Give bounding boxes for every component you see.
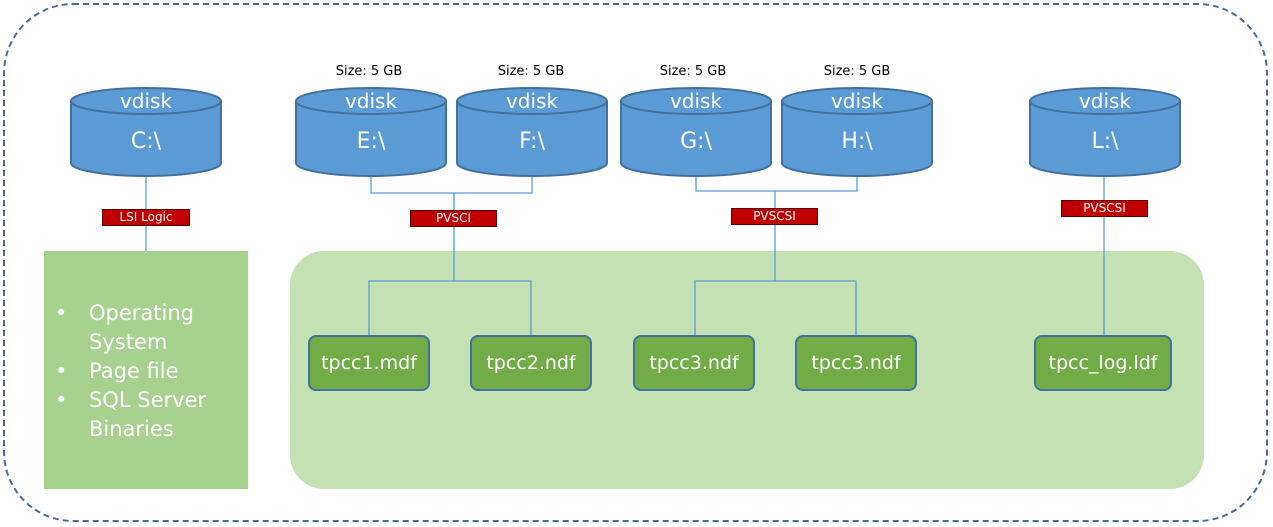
drive-letter: E:\ (356, 129, 386, 154)
vdisk-label: vdisk (344, 89, 398, 113)
cylinder-icon (70, 87, 222, 177)
drive-letter: L:\ (1091, 129, 1119, 154)
vdisk-label: vdisk (830, 89, 884, 113)
vdisk-l: vdisk L:\ (1029, 87, 1181, 177)
cylinder-icon (620, 87, 772, 177)
cylinder-icon (456, 87, 608, 177)
vdisk-g: vdisk G:\ (620, 87, 772, 177)
drive-letter: G:\ (680, 129, 712, 154)
size-label-h: Size: 5 GB (823, 64, 891, 79)
list-item: Operating System (52, 299, 242, 357)
file-tpcc2: tpcc2.ndf (470, 335, 592, 391)
vdisk-f: vdisk F:\ (456, 87, 608, 177)
vdisk-c: vdisk C:\ (70, 87, 222, 177)
connector-tpcc12 (368, 280, 532, 336)
file-tpcc-log: tpcc_log.ldf (1034, 335, 1172, 391)
drive-letter: F:\ (519, 129, 545, 154)
controller-pvsci: PVSCI (410, 210, 497, 227)
vdisk-h: vdisk H:\ (781, 87, 933, 177)
vdisk-label: vdisk (1078, 89, 1132, 113)
list-item: Page file (52, 357, 242, 386)
os-contents-list: Operating System Page file SQL Server Bi… (52, 299, 242, 444)
vdisk-label: vdisk (119, 89, 173, 113)
cylinder-icon (781, 87, 933, 177)
drive-letter: C:\ (130, 129, 162, 154)
cylinder-icon (295, 87, 447, 177)
file-tpcc3-g: tpcc3.ndf (633, 335, 755, 391)
vdisk-e: vdisk E:\ (295, 87, 447, 177)
controller-lsi-logic: LSI Logic (102, 209, 190, 226)
connector-gh (695, 173, 858, 192)
connector-ef (370, 173, 533, 194)
vm-boundary (3, 3, 1268, 522)
size-label-f: Size: 5 GB (497, 64, 565, 79)
file-tpcc1: tpcc1.mdf (308, 335, 430, 391)
size-label-e: Size: 5 GB (335, 64, 403, 79)
connector-tpcc3 (694, 280, 857, 336)
list-item: SQL Server Binaries (52, 386, 242, 444)
drive-letter: H:\ (841, 129, 873, 154)
controller-pvscsi-1: PVSCSI (731, 208, 818, 225)
controller-pvscsi-2: PVSCSI (1061, 200, 1148, 217)
file-tpcc3-h: tpcc3.ndf (795, 335, 917, 391)
vdisk-label: vdisk (669, 89, 723, 113)
cylinder-icon (1029, 87, 1181, 177)
vdisk-label: vdisk (505, 89, 559, 113)
size-label-g: Size: 5 GB (659, 64, 727, 79)
